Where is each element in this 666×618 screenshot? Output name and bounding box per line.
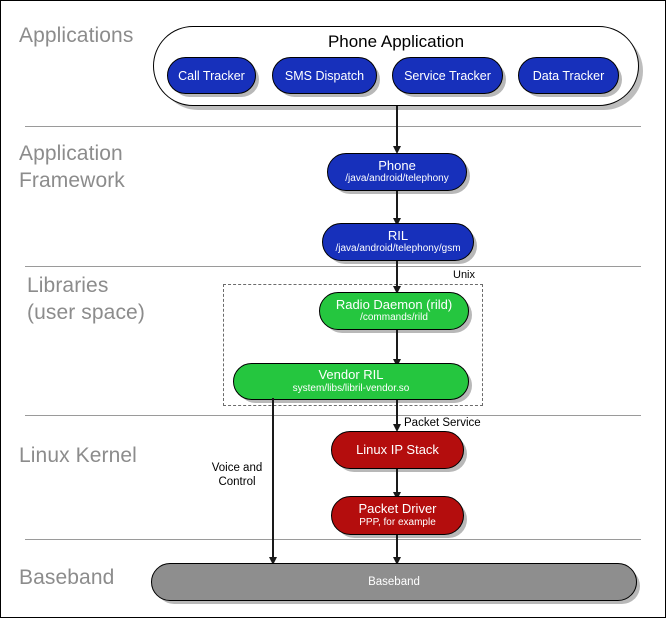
app-sms-dispatch-label: SMS Dispatch (284, 68, 365, 83)
node-linux-ip-stack[interactable]: Linux IP Stack (331, 431, 464, 469)
arrow-vendor-ril-to-ip-stack (392, 424, 401, 432)
app-service-tracker[interactable]: Service Tracker (392, 57, 503, 94)
unix-group-box (223, 284, 483, 406)
connector-apps-to-phone (396, 106, 398, 149)
connector-phone-to-ril (396, 191, 398, 222)
connector-packet-driver-to-baseband (396, 535, 398, 564)
arrow-packet-driver-to-baseband (392, 557, 401, 565)
node-phone-subtitle: /java/android/telephony (345, 173, 449, 185)
edge-label-packet-service: Packet Service (404, 417, 481, 429)
arrow-voice-and-control (268, 557, 277, 565)
arrow-apps-to-phone (392, 146, 401, 154)
node-vendor-ril-title: Vendor RIL (318, 367, 384, 383)
node-baseband[interactable]: Baseband (151, 563, 637, 601)
connector-ril-to-rild (396, 261, 398, 290)
divider-applications (25, 126, 641, 127)
edge-label-voice-and-control: Voice and Control (211, 462, 263, 489)
app-service-tracker-label: Service Tracker (404, 68, 491, 83)
node-packet-driver-subtitle: PPP, for example (359, 516, 436, 528)
connector-vendor-ril-to-ip-stack (396, 400, 398, 429)
node-ril-title: RIL (387, 227, 409, 243)
app-sms-dispatch[interactable]: SMS Dispatch (272, 57, 377, 94)
app-call-tracker[interactable]: Call Tracker (167, 57, 256, 94)
divider-application-framework (25, 266, 641, 267)
app-data-tracker[interactable]: Data Tracker (518, 57, 619, 94)
connector-ip-stack-to-packet-driver (396, 469, 398, 496)
node-linux-ip-stack-title: Linux IP Stack (356, 441, 439, 457)
arrow-phone-to-ril (392, 218, 401, 226)
node-phone[interactable]: Phone /java/android/telephony (327, 153, 467, 191)
unix-group-caption: Unix (453, 269, 476, 281)
node-radio-daemon-title: Radio Daemon (rild) (335, 296, 453, 312)
node-packet-driver-title: Packet Driver (358, 501, 437, 517)
node-packet-driver[interactable]: Packet Driver PPP, for example (331, 496, 464, 535)
connector-voice-and-control (272, 398, 274, 564)
phone-application-title: Phone Application (327, 32, 465, 51)
divider-libraries (25, 415, 641, 416)
app-data-tracker-label: Data Tracker (532, 68, 605, 83)
node-radio-daemon[interactable]: Radio Daemon (rild) /commands/rild (319, 292, 469, 330)
node-baseband-title: Baseband (368, 575, 420, 588)
node-ril-subtitle: /java/android/telephony/gsm (335, 243, 461, 255)
node-phone-title: Phone (378, 157, 416, 173)
layer-label-libraries: Libraries (user space) (27, 274, 145, 324)
layer-label-baseband: Baseband (19, 566, 115, 589)
connector-rild-to-vendor-ril (396, 330, 398, 363)
layer-label-applications: Applications (19, 24, 134, 47)
layer-label-application-framework: Application Framework (19, 142, 125, 192)
node-ril[interactable]: RIL /java/android/telephony/gsm (322, 223, 474, 261)
arrow-ril-to-rild (392, 286, 401, 294)
node-vendor-ril-subtitle: system/libs/libril-vendor.so (292, 382, 410, 394)
layer-label-linux-kernel: Linux Kernel (19, 444, 137, 467)
node-vendor-ril[interactable]: Vendor RIL system/libs/libril-vendor.so (233, 363, 469, 400)
app-call-tracker-label: Call Tracker (178, 68, 245, 83)
node-radio-daemon-subtitle: /commands/rild (360, 312, 428, 324)
divider-linux-kernel (25, 539, 641, 540)
